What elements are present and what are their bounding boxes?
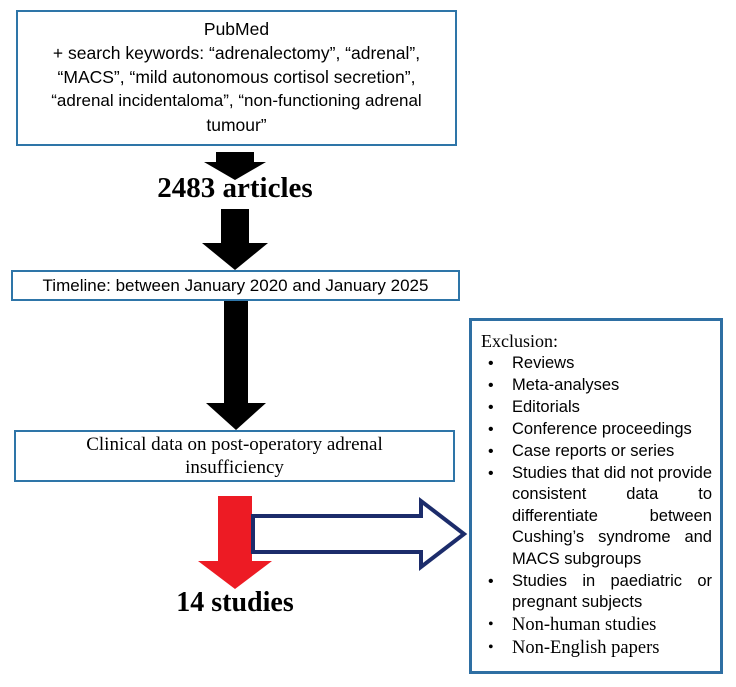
down-arrow-icon-timeline-to-clinical — [206, 301, 266, 430]
bullet-icon: • — [488, 464, 494, 482]
timeline-text: Timeline: between January 2020 and Janua… — [42, 275, 429, 295]
studies-count-label: 14 studies — [176, 587, 294, 618]
exclusion-item-text: Studies that did not provide consistent … — [512, 463, 712, 568]
pubmed-source-box: PubMed + search keywords: “adrenalectomy… — [16, 10, 457, 146]
bullet-icon: • — [488, 442, 494, 460]
bullet-icon: • — [488, 638, 494, 656]
exclusion-item-text: Non-English papers — [512, 637, 660, 658]
exclusion-list-item: • Studies that did not provide consistent… — [480, 463, 712, 571]
bullet-icon: • — [488, 354, 494, 372]
down-arrow-icon-articles-to-timeline — [202, 209, 268, 270]
exclusion-list-item: • Case reports or series — [480, 441, 712, 463]
exclusion-item-text: Editorials — [512, 397, 580, 416]
down-arrow-icon-clinical-to-studies-red — [198, 496, 272, 589]
right-arrow-icon-to-exclusion — [251, 496, 468, 572]
pubmed-line-2: + search keywords: “adrenalectomy”, “adr… — [52, 43, 421, 63]
pubmed-line-4: “adrenal incidentaloma”, “non-functionin… — [51, 91, 422, 110]
exclusion-item-text: Conference proceedings — [512, 419, 692, 438]
bullet-icon: • — [488, 398, 494, 416]
pubmed-line-1: PubMed — [203, 19, 270, 39]
clinical-line-2: insufficiency — [185, 457, 284, 478]
exclusion-criteria-box: Exclusion: • Reviews • Meta-analyses • Edit… — [469, 318, 723, 674]
exclusion-list-item: • Studies in paediatric or pregnant subje… — [480, 571, 712, 614]
articles-count-label: 2483 articles — [157, 172, 313, 204]
exclusion-item-text: Case reports or series — [512, 441, 675, 460]
exclusion-list-item: • Non-human studies — [480, 614, 712, 636]
clinical-line-1: Clinical data on post-operatory adrenal — [86, 434, 383, 455]
exclusion-list-item: • Reviews — [480, 353, 712, 375]
timeline-filter-box: Timeline: between January 2020 and Janua… — [11, 270, 460, 301]
bullet-icon: • — [488, 616, 494, 633]
bullet-icon: • — [488, 420, 494, 438]
exclusion-list-item: • Non-English papers — [480, 637, 712, 659]
bullet-icon: • — [488, 376, 494, 394]
bullet-icon: • — [488, 572, 494, 590]
exclusion-list: • Reviews • Meta-analyses • Editorials • Con… — [480, 352, 712, 659]
exclusion-list-item: • Editorials — [480, 397, 712, 419]
pubmed-line-3: “MACS”, “mild autonomous cortisol secret… — [57, 67, 416, 87]
exclusion-list-item: • Meta-analyses — [480, 375, 712, 397]
exclusion-title: Exclusion: — [481, 331, 558, 351]
exclusion-item-text: Meta-analyses — [512, 375, 620, 394]
exclusion-item-text: Reviews — [512, 353, 575, 372]
exclusion-item-text: Non-human studies — [512, 615, 657, 635]
exclusion-list-item: • Conference proceedings — [480, 419, 712, 441]
pubmed-line-5: tumour” — [206, 115, 267, 135]
exclusion-item-text: Studies in paediatric or pregnant subjec… — [512, 571, 712, 612]
clinical-data-box: Clinical data on post-operatory adrenal … — [14, 430, 455, 482]
